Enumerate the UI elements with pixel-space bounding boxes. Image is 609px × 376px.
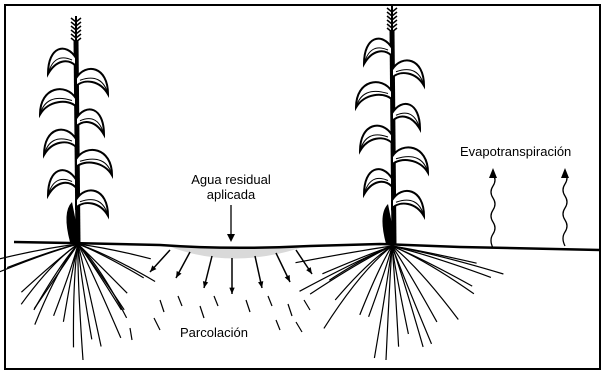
plant-right	[356, 6, 428, 244]
evapotranspiration-arrow-1	[489, 168, 497, 248]
ground-line	[14, 242, 600, 250]
applied-water-label: Agua residual aplicada	[176, 172, 286, 202]
applied-water-label-line1: Agua residual	[176, 172, 286, 187]
applied-water-arrow	[227, 205, 235, 242]
evapotranspiration-arrow-2	[561, 168, 569, 246]
applied-water-label-line2: aplicada	[176, 187, 286, 202]
plant-left	[40, 16, 112, 242]
roots-right	[296, 246, 504, 360]
percolation-label: Parcolación	[180, 325, 248, 340]
roots-left	[0, 244, 155, 360]
evapotranspiration-label: Evapotranspiración	[460, 144, 571, 159]
